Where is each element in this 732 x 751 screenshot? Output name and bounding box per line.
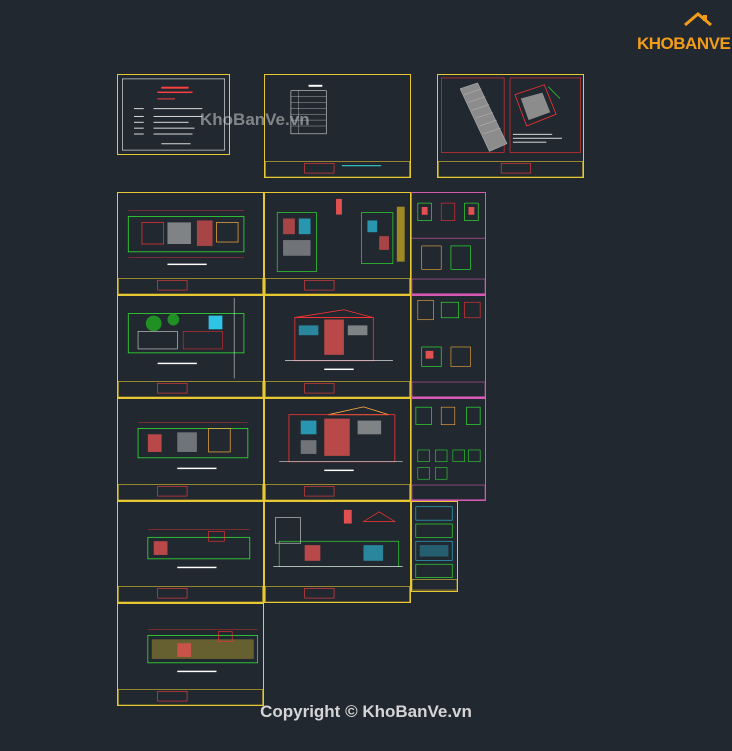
index-table <box>265 84 410 177</box>
detail-2-drawing <box>412 299 485 397</box>
house-logo-icon <box>684 12 712 27</box>
sheet-plan-3[interactable] <box>117 398 264 501</box>
center-watermark: KhoBanVe.vn <box>200 110 310 129</box>
elevation-1-drawing <box>265 198 410 294</box>
sheet-plan-1[interactable] <box>117 192 264 295</box>
detail-3-drawing <box>412 406 485 500</box>
sheet-section-1[interactable] <box>264 295 411 398</box>
sheet-section-2[interactable] <box>264 398 411 501</box>
sheet-detail-3[interactable] <box>411 398 486 501</box>
plan-4-drawing <box>118 529 263 602</box>
section-2-drawing <box>265 406 410 500</box>
sheet-elevation-1[interactable] <box>264 192 411 295</box>
sheet-detail-4[interactable] <box>411 501 458 592</box>
site-plan-drawing <box>438 77 583 177</box>
cover-content <box>122 78 225 151</box>
logo-part-banve: BANVE <box>673 34 731 53</box>
detail-4-drawing <box>412 506 457 591</box>
plan-2-drawing <box>118 297 263 397</box>
sheet-cover[interactable] <box>117 74 230 155</box>
sheet-plan-5[interactable] <box>117 603 264 706</box>
sheet-site-plan[interactable] <box>437 74 584 178</box>
sheet-detail-1[interactable] <box>411 192 486 295</box>
khobanve-logo: KHOBANVE <box>637 12 731 58</box>
sheet-drawing-index[interactable] <box>264 74 411 178</box>
sheet-plan-2[interactable] <box>117 295 264 398</box>
plan-5-drawing <box>118 629 263 705</box>
sheet-detail-2[interactable] <box>411 295 486 398</box>
plan-3-drawing <box>118 422 263 500</box>
sheet-section-3[interactable] <box>264 501 411 603</box>
section-1-drawing <box>265 309 410 397</box>
logo-part-kho: KHO <box>637 34 674 53</box>
logo-text: KHOBANVE <box>637 34 731 54</box>
plan-1-drawing <box>118 210 263 294</box>
copyright-watermark: Copyright © KhoBanVe.vn <box>260 702 472 721</box>
section-3-drawing <box>265 509 410 602</box>
detail-1-drawing <box>412 202 485 294</box>
sheet-plan-4[interactable] <box>117 501 264 603</box>
